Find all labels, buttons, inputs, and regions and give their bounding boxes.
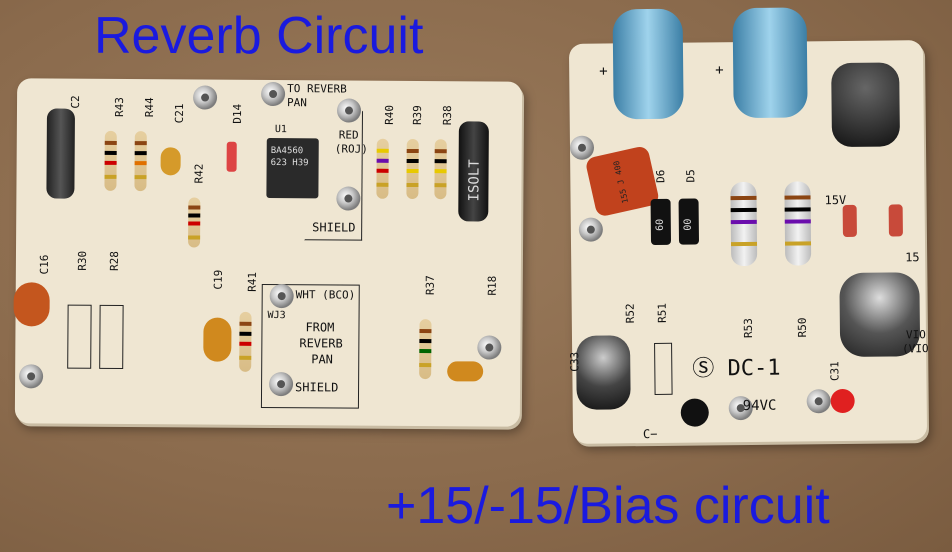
label-ul-dc1: Ⓢ DC-1 <box>692 355 781 382</box>
red-dot <box>830 388 855 414</box>
eyelet-c16 <box>19 364 44 389</box>
capacitor-blue-1 <box>612 8 684 120</box>
capacitor-isolt: ISOLT <box>458 121 489 222</box>
resistor-r40 <box>376 138 389 199</box>
label-r37: R37 <box>423 275 437 296</box>
resistor-r39 <box>406 138 419 200</box>
label-r44: R44 <box>142 97 157 118</box>
resistor-r50 <box>784 181 812 266</box>
label-d14: D14 <box>230 103 245 124</box>
label-c2: C2 <box>68 95 83 109</box>
label-r40: R40 <box>382 104 397 125</box>
bias-circuit-board: + + 155 J 400 D6 D5 60 00 R53 R50 <box>568 7 929 444</box>
eyelet-to-reverb <box>261 81 286 107</box>
capacitor-c21 <box>160 147 181 176</box>
eyelet-top <box>192 85 218 110</box>
eyelet-right-1 <box>569 135 595 160</box>
label-94vc: 94VC <box>742 397 777 415</box>
label-r50: R50 <box>795 317 810 338</box>
label-c-minus: C− <box>642 426 658 442</box>
label-from: FROM <box>305 320 335 335</box>
label-c19: C19 <box>211 269 225 290</box>
label-r30: R30 <box>75 250 90 271</box>
resistor-r44 <box>134 131 147 192</box>
resistor-r42 <box>188 197 201 248</box>
label-c21: C21 <box>172 103 187 124</box>
footprint-r28 <box>99 304 124 369</box>
label-r52: R52 <box>623 303 637 324</box>
label-pan-bottom: PAN <box>311 352 333 367</box>
diode-d14 <box>226 141 237 172</box>
reverb-circuit-board: C2 R43 R44 C21 D14 R4 <box>13 78 523 427</box>
label-d6: D6 <box>654 169 668 183</box>
resistor-r43 <box>104 130 117 191</box>
label-r28: R28 <box>107 251 122 271</box>
label-pan-top: PAN <box>287 96 307 110</box>
label-r38: R38 <box>440 105 455 126</box>
resistor-r41 <box>239 311 252 372</box>
capacitor-small-orange <box>447 361 484 382</box>
hole-black <box>680 398 709 427</box>
label-r42: R42 <box>192 163 206 184</box>
label-u1: U1 <box>274 124 287 136</box>
diode-d5: 00 <box>678 198 700 245</box>
capacitor-blue-2 <box>732 7 808 119</box>
eyelet-shield-bottom <box>268 372 294 397</box>
label-d5: D5 <box>684 169 698 183</box>
label-wj3: WJ3 <box>267 309 286 322</box>
label-vio: VIO <box>905 328 926 342</box>
label-r18: R18 <box>485 275 499 296</box>
label-shield-bottom: SHIELD <box>295 380 339 395</box>
label-plus-2: + <box>715 62 724 79</box>
diode-zener-1 <box>842 204 857 238</box>
label-wht: WHT (BCO) <box>295 288 356 302</box>
label-to-reverb: TO REVERB <box>287 82 347 96</box>
footprint-r51 <box>654 342 673 395</box>
footprint-r30 <box>67 304 92 369</box>
resistor-r53 <box>730 181 758 267</box>
eyelet-right-4 <box>806 389 831 414</box>
capacitor-c16 <box>13 282 50 327</box>
label-vio2: (VIO <box>902 342 929 356</box>
label-plus-1: + <box>599 63 608 80</box>
capacitor-black-top <box>831 62 901 148</box>
capacitor-film: 155 J 400 <box>584 145 661 218</box>
diode-zener-2 <box>888 204 903 237</box>
label-c33: C33 <box>568 351 582 372</box>
resistor-r38 <box>434 139 447 200</box>
eyelet-wht <box>269 284 294 309</box>
label-c31: C31 <box>828 361 842 382</box>
label-r51: R51 <box>655 302 669 323</box>
label-r41: R41 <box>245 271 259 292</box>
outline-to-reverb <box>304 110 363 241</box>
capacitor-c19 <box>203 317 232 362</box>
caption-bias-circuit: +15/-15/Bias circuit <box>386 477 830 535</box>
label-15: 15 <box>905 250 920 265</box>
diode-d6: 60 <box>650 198 672 246</box>
resistor-r37 <box>419 319 432 380</box>
label-r43: R43 <box>112 97 127 118</box>
eyelet-r18 <box>477 335 502 360</box>
caption-reverb-circuit: Reverb Circuit <box>94 7 424 65</box>
label-c16: C16 <box>37 254 51 275</box>
capacitor-c2 <box>46 108 75 199</box>
label-r53: R53 <box>741 318 756 339</box>
label-r39: R39 <box>410 105 425 126</box>
label-reverb: REVERB <box>299 336 343 351</box>
eyelet-right-2 <box>578 217 603 242</box>
capacitor-c33 <box>575 335 631 410</box>
